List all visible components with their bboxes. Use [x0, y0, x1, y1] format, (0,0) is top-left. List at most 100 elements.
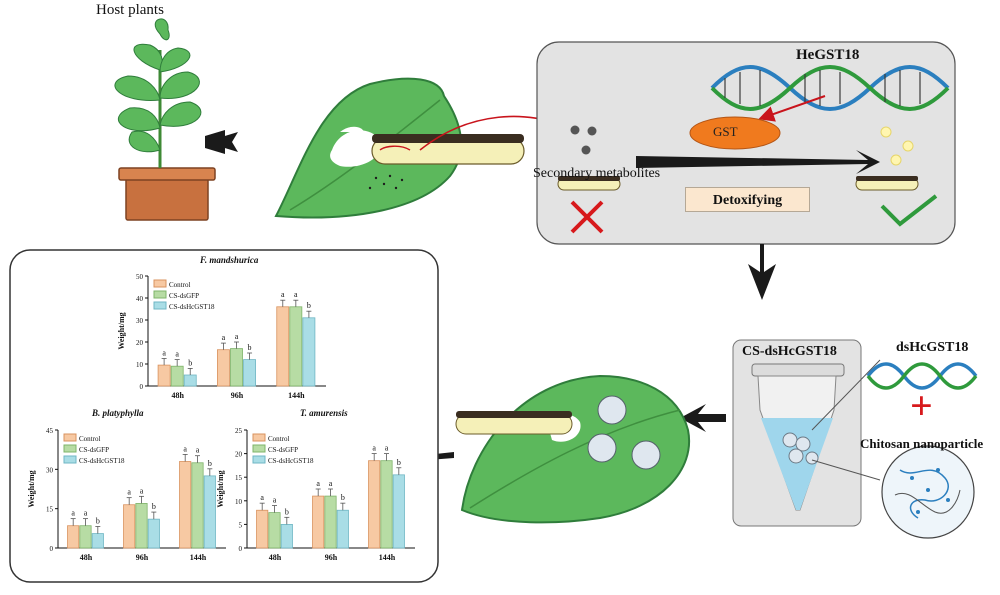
gene-to-gst-arrow	[758, 95, 826, 122]
significance-letter: b	[307, 301, 311, 310]
significance-letter: b	[397, 458, 401, 467]
significance-letter: b	[208, 459, 212, 468]
y-tick-label: 40	[136, 295, 144, 303]
bar	[91, 533, 104, 549]
y-tick-label: 10	[136, 361, 144, 369]
y-tick-label: 0	[140, 383, 144, 391]
y-axis-label: Weight/mg	[117, 312, 126, 349]
bar	[243, 359, 256, 387]
x-tick-label: 96h	[325, 553, 338, 562]
x-tick-label: 144h	[288, 391, 305, 400]
y-tick-label: 15	[46, 506, 54, 514]
legend-label: CS-dsHcGST18	[169, 303, 215, 311]
significance-letter: b	[285, 507, 289, 516]
significance-letter: a	[235, 332, 239, 341]
y-axis-label: Weight/mg	[216, 470, 225, 507]
bar	[312, 495, 325, 549]
detoxifying-box: Detoxifying	[685, 187, 810, 212]
larva-small-left	[557, 176, 621, 191]
bar	[380, 460, 393, 549]
microtube	[751, 363, 845, 511]
x-tick-label: 96h	[136, 553, 149, 562]
x-tick-label: 96h	[231, 391, 244, 400]
significance-letter: a	[175, 350, 179, 359]
bar	[67, 525, 80, 549]
significance-letter: a	[260, 493, 264, 502]
significance-letter: a	[222, 333, 226, 342]
legend-label: Control	[169, 281, 190, 289]
bar	[230, 348, 243, 387]
significance-letter: a	[316, 479, 320, 488]
y-tick-label: 10	[235, 498, 243, 506]
legend-swatch	[63, 444, 77, 453]
x-tick-label: 48h	[269, 553, 282, 562]
dna-helix-small	[866, 362, 978, 390]
bar	[324, 495, 337, 549]
dna-helix-top	[710, 65, 950, 111]
gene-label: HeGST18	[796, 47, 860, 63]
significance-letter: a	[162, 349, 166, 358]
bar	[368, 460, 381, 549]
leaf-with-larva	[274, 77, 571, 219]
cross-mark	[570, 200, 604, 234]
bar	[135, 503, 148, 549]
significance-letter: a	[84, 509, 88, 518]
bar	[179, 461, 192, 549]
y-tick-label: 45	[46, 427, 54, 435]
y-tick-label: 25	[235, 427, 243, 435]
significance-letter: a	[372, 444, 376, 453]
legend-label: CS-dsGFP	[268, 446, 298, 454]
larva-small-right	[855, 176, 919, 191]
x-tick-label: 144h	[190, 553, 207, 562]
legend-swatch	[252, 444, 266, 453]
bar	[183, 374, 197, 387]
significance-letter: b	[152, 502, 156, 511]
significance-letter: a	[183, 444, 187, 453]
bar	[123, 504, 136, 549]
significance-letter: a	[196, 446, 200, 455]
y-tick-label: 30	[46, 466, 54, 474]
chart-title: T. amurensis	[300, 408, 348, 418]
chart-title: B. platyphylla	[91, 408, 144, 418]
legend-label: CS-dsGFP	[79, 446, 109, 454]
bar	[392, 474, 405, 549]
tube-label: CS-dsHcGST18	[742, 344, 837, 359]
check-mark	[880, 194, 938, 227]
significance-letter: a	[140, 486, 144, 495]
gst-enzyme	[689, 116, 781, 150]
significance-letter: a	[281, 290, 285, 299]
significance-letter: a	[329, 479, 333, 488]
bar	[147, 518, 160, 549]
dsrna-label: dsHcGST18	[896, 340, 969, 355]
legend-swatch	[153, 290, 167, 299]
legend-label: CS-dsHcGST18	[268, 457, 314, 465]
secondary-metabolite-dots	[570, 125, 597, 155]
y-tick-label: 30	[136, 317, 144, 325]
host-plants-label: Host plants	[96, 2, 164, 18]
y-tick-label: 20	[235, 451, 243, 459]
y-tick-label: 5	[239, 521, 243, 529]
plus-sign: +	[910, 383, 933, 428]
bar	[170, 365, 184, 387]
significance-letter: b	[248, 343, 252, 352]
bar	[256, 509, 269, 549]
legend-label: Control	[268, 435, 289, 443]
legend-label: CS-dsGFP	[169, 292, 199, 300]
chart-title: F. mandshurica	[199, 255, 259, 265]
legend-swatch	[252, 455, 266, 464]
legend-swatch	[63, 455, 77, 464]
detoxified-metabolite-dots	[880, 126, 914, 166]
bar	[280, 524, 293, 549]
chitosan-label: Chitosan nanoparticle	[860, 436, 984, 451]
treated-leaf	[455, 374, 691, 524]
bar	[79, 525, 92, 549]
significance-letter: a	[294, 290, 298, 299]
nanoparticle-circle	[881, 445, 975, 539]
gst-label: GST	[713, 124, 738, 139]
significance-letter: a	[385, 444, 389, 453]
bar	[276, 306, 290, 387]
legend-label: CS-dsHcGST18	[79, 457, 125, 465]
significance-letter: b	[188, 358, 192, 367]
